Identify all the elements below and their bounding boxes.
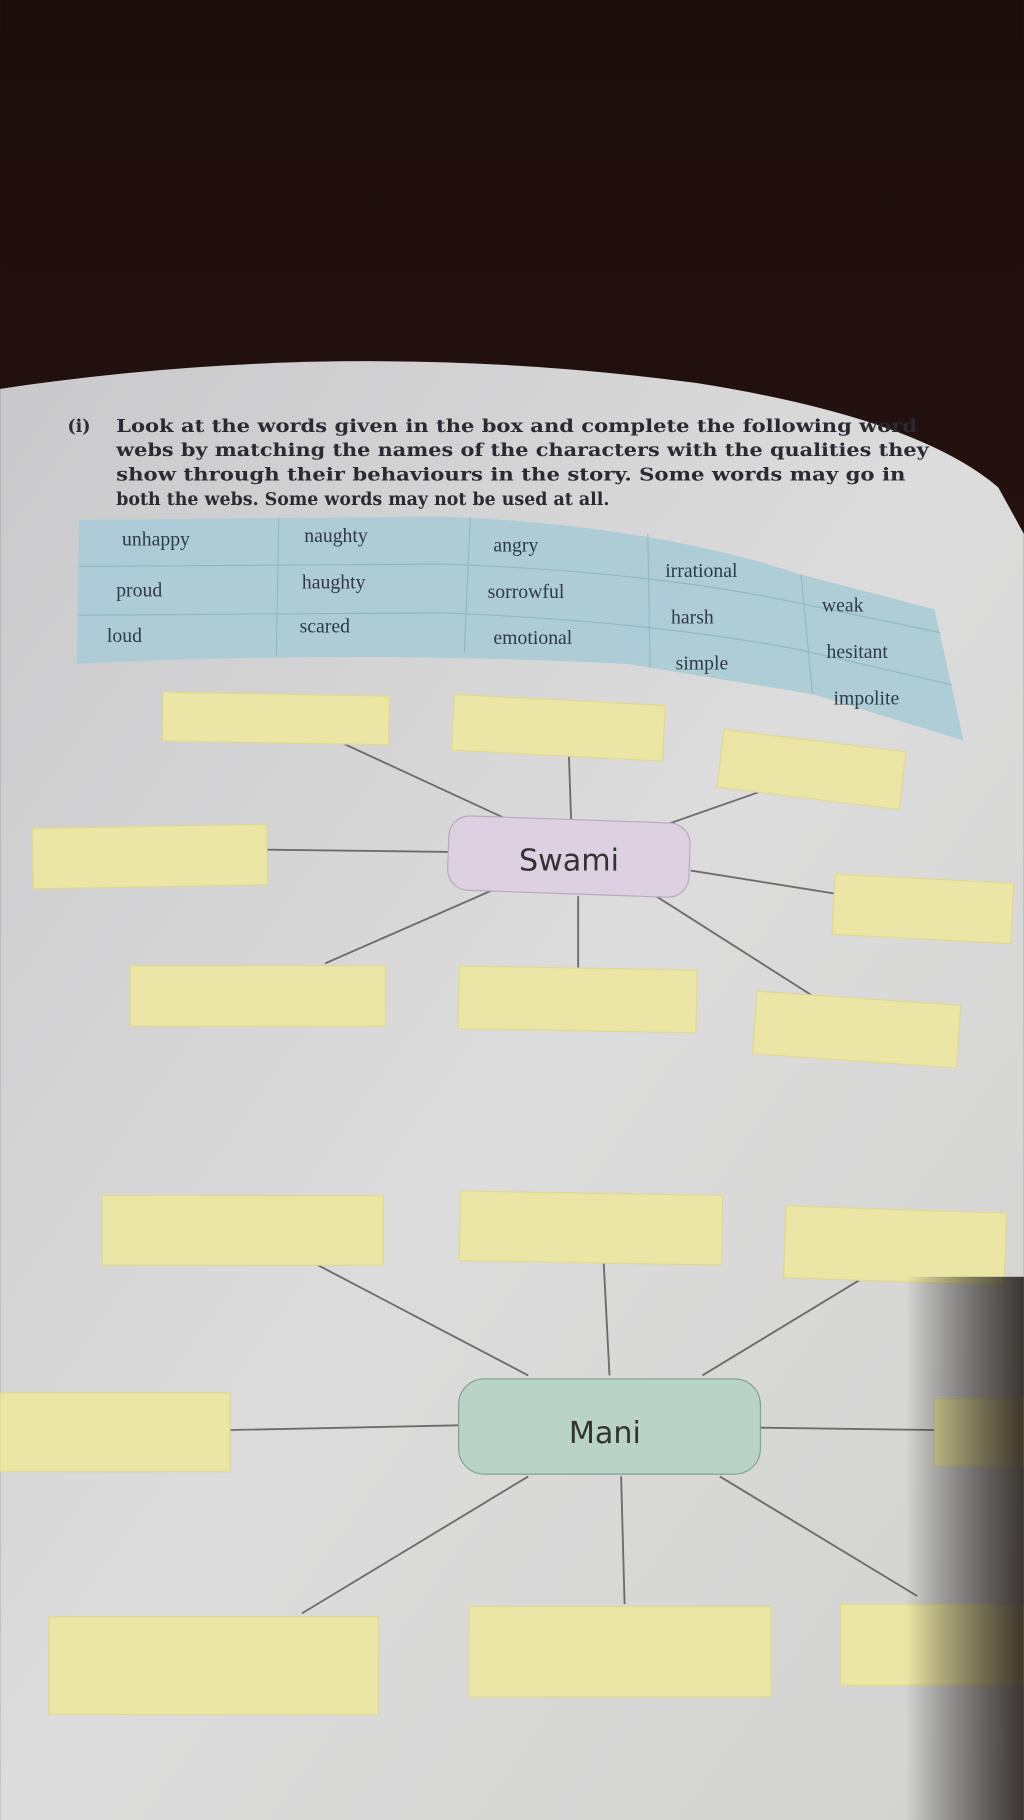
center-label: Mani (569, 1416, 641, 1451)
word: impolite (834, 688, 900, 710)
word: angry (493, 534, 538, 556)
word-box: unhappy naughty angry irrational proud h… (76, 516, 964, 741)
instruction-line: both the webs. Some words may not be use… (116, 490, 609, 510)
answer-blank[interactable] (782, 1205, 1008, 1286)
word: harsh (671, 606, 714, 628)
word: loud (107, 625, 142, 647)
answer-blank[interactable] (468, 1605, 772, 1698)
word: scared (300, 616, 350, 638)
answer-blank[interactable] (161, 691, 390, 746)
answer-blank[interactable] (831, 873, 1015, 945)
word: emotional (493, 627, 572, 649)
answer-blank[interactable] (716, 728, 907, 811)
instruction-line: show through their behaviours in the sto… (116, 466, 906, 486)
answer-blank[interactable] (457, 965, 698, 1034)
word: irrational (665, 560, 738, 582)
word: unhappy (122, 529, 190, 551)
answer-blank[interactable] (458, 1190, 724, 1266)
word: naughty (304, 525, 368, 547)
instructions: Look at the words given in the box and c… (115, 417, 930, 510)
answer-blank[interactable] (752, 990, 962, 1069)
hand-shadow (905, 1276, 1024, 1820)
answer-blank[interactable] (0, 1392, 231, 1473)
word: proud (116, 580, 162, 602)
answer-blank[interactable] (31, 823, 269, 890)
word: simple (676, 653, 729, 675)
center-node-swami (447, 815, 691, 898)
word: weak (822, 595, 864, 617)
answer-blank[interactable] (129, 965, 387, 1027)
answer-blank[interactable] (48, 1616, 380, 1715)
swami-web: Swami (31, 691, 1015, 1069)
word: sorrowful (488, 581, 565, 603)
center-label: Swami (519, 844, 619, 879)
answer-blank[interactable] (450, 693, 666, 762)
instruction-line: Look at the words given in the box and c… (116, 417, 917, 437)
question-number: (i) (67, 417, 90, 437)
word: haughty (302, 571, 366, 593)
answer-blank[interactable] (101, 1194, 384, 1266)
center-node-mani (458, 1378, 761, 1475)
word: hesitant (827, 641, 889, 663)
instruction-line: webs by matching the names of the charac… (115, 441, 930, 461)
